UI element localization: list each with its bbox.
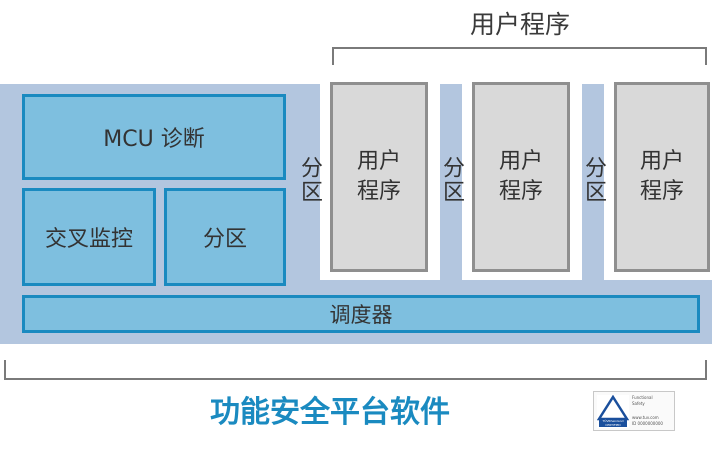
cross-monitor-label: 交叉监控 (44, 227, 133, 252)
user-program-line1: 用户 (498, 149, 543, 174)
tuv-certification-badge: TÜVRheinland CERTIFIED Functional Safety… (593, 391, 675, 431)
tuv-line-4: ID 0000000000 (632, 421, 663, 426)
tuv-logo-icon: TÜVRheinland CERTIFIED (596, 394, 630, 428)
user-program-line2: 程序 (356, 179, 401, 204)
platform-title: 功能安全平台软件 (210, 395, 450, 430)
user-program-box-1: 用户程序 (330, 82, 428, 272)
user-program-line1: 用户 (639, 149, 684, 174)
tuv-badge-text: Functional Safety www.tuv.com ID 0000000… (632, 395, 674, 428)
user-program-line1: 用户 (356, 149, 401, 174)
mcu-diagnosis-module: MCU 诊断 (22, 94, 286, 180)
partition-divider-label-2: 分区 (439, 156, 464, 204)
tuv-line-3: www.tuv.com (632, 415, 659, 420)
partition-label: 分区 (202, 227, 247, 252)
user-program-line2: 程序 (498, 179, 543, 204)
platform-brace (4, 360, 707, 380)
partition-module: 分区 (164, 188, 286, 286)
user-programs-brace (332, 47, 707, 65)
user-program-line2: 程序 (639, 179, 684, 204)
cross-monitor-module: 交叉监控 (22, 188, 156, 286)
user-program-box-2: 用户程序 (472, 82, 570, 272)
user-programs-title: 用户程序 (469, 10, 570, 39)
scheduler-module: 调度器 (22, 295, 700, 333)
partition-divider-label-3: 分区 (581, 156, 606, 204)
tuv-certified-text: CERTIFIED (605, 423, 621, 427)
partition-divider-label-1: 分区 (297, 156, 322, 204)
tuv-brand-text: TÜVRheinland (601, 418, 623, 423)
tuv-line-2: Safety (632, 401, 645, 406)
tuv-line-1: Functional (632, 395, 653, 400)
mcu-diagnosis-label: MCU 诊断 (103, 127, 205, 152)
scheduler-label: 调度器 (329, 303, 393, 327)
user-program-box-3: 用户程序 (614, 82, 710, 272)
